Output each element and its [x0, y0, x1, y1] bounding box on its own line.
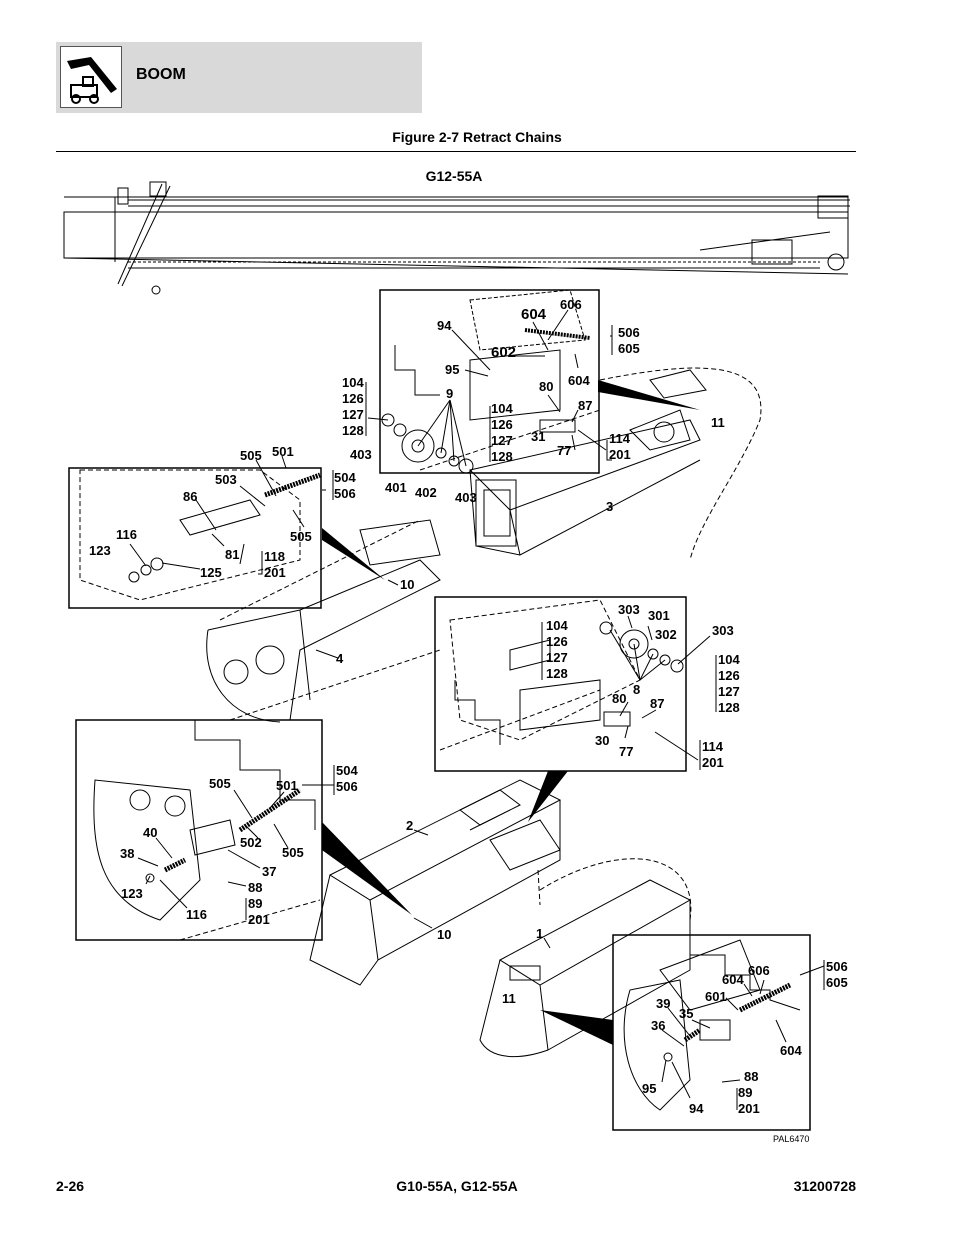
callout: 502 — [240, 835, 262, 850]
callout: 601 — [705, 989, 727, 1004]
drawing-code: PAL6470 — [773, 1134, 809, 1144]
callout: 501 — [272, 444, 294, 459]
callout: 80 — [539, 379, 553, 394]
callout: 87 — [650, 696, 664, 711]
callout: 604 — [780, 1043, 802, 1058]
section-title: BOOM — [136, 66, 186, 83]
callout: 81 — [225, 547, 239, 562]
callout: 505 — [282, 845, 304, 860]
callout: 602 — [491, 344, 516, 361]
callout: 87 — [578, 398, 592, 413]
title-rule — [56, 151, 856, 152]
callout: 403 — [455, 490, 477, 505]
callout: 8 — [633, 682, 640, 697]
callout: 11 — [711, 415, 725, 430]
callout: 4 — [336, 651, 344, 666]
callout: 88 — [248, 880, 262, 895]
page-number: 2-26 — [56, 1178, 85, 1194]
callout: 40 — [143, 825, 157, 840]
model-label: G12-55A — [425, 168, 483, 184]
callout: 606 — [560, 297, 582, 312]
callout: 30 — [595, 733, 609, 748]
callout: 77 — [557, 443, 571, 458]
callout: 9 — [446, 386, 453, 401]
callout: 125 — [200, 565, 222, 580]
callout: 95 — [642, 1081, 656, 1096]
callout: 37 — [262, 864, 276, 879]
callout: 403 — [350, 447, 372, 462]
callout: 38 — [120, 846, 134, 861]
callout: 505 — [290, 529, 312, 544]
callout: 3 — [606, 499, 613, 514]
callout-wedges — [322, 380, 700, 1045]
callout: 604 — [568, 373, 590, 388]
callout: 402 — [415, 485, 437, 500]
detail-box-left-bottom — [75, 719, 323, 941]
callout: 123 — [89, 543, 111, 558]
footer-models: G10-55A, G12-55A — [396, 1178, 518, 1194]
callout: 36 — [651, 1018, 665, 1033]
callout: 303 — [618, 602, 640, 617]
callout: 10 — [437, 927, 451, 942]
callout: 94 — [689, 1101, 704, 1116]
callout: 1 — [536, 926, 543, 941]
callout: 303 — [712, 623, 734, 638]
callout: 94 — [437, 318, 452, 333]
boom-section-outlines — [179, 367, 762, 941]
callout: 505 — [209, 776, 231, 791]
callout: 95 — [445, 362, 459, 377]
figure-title: Figure 2-7 Retract Chains — [392, 129, 562, 145]
callout: 604 — [521, 306, 547, 323]
callout: 80 — [612, 691, 626, 706]
detail-box-right-bottom — [612, 934, 811, 1131]
callout: 2 — [406, 818, 413, 833]
detail-box-left-top — [68, 467, 322, 609]
callout: 606 — [748, 963, 770, 978]
callout: 505 — [240, 448, 262, 463]
callout: 604 — [722, 972, 744, 987]
telehandler-boom-logo-icon — [60, 46, 122, 108]
callout: 31 — [531, 429, 545, 444]
callout: 301 — [648, 608, 670, 623]
callout: 39 — [656, 996, 670, 1011]
callout: 10 — [400, 577, 414, 592]
callout: 123 — [121, 886, 143, 901]
callout: 503 — [215, 472, 237, 487]
callout: 86 — [183, 489, 197, 504]
boom-side-view — [63, 181, 850, 295]
boom-section-3 — [469, 369, 707, 556]
boom-section-2 — [309, 779, 562, 986]
callout: 302 — [655, 627, 677, 642]
callout: 77 — [619, 744, 633, 759]
callout: 11 — [502, 991, 516, 1006]
boom-section-4 — [206, 519, 441, 723]
document-number: 31200728 — [793, 1178, 856, 1194]
callout: 35 — [679, 1006, 693, 1021]
leader-lines — [129, 309, 825, 1110]
callout: 88 — [744, 1069, 758, 1084]
callout: 116 — [186, 907, 207, 922]
callout: 116 — [116, 527, 137, 542]
callout: 401 — [385, 480, 407, 495]
callout: 501 — [276, 778, 298, 793]
